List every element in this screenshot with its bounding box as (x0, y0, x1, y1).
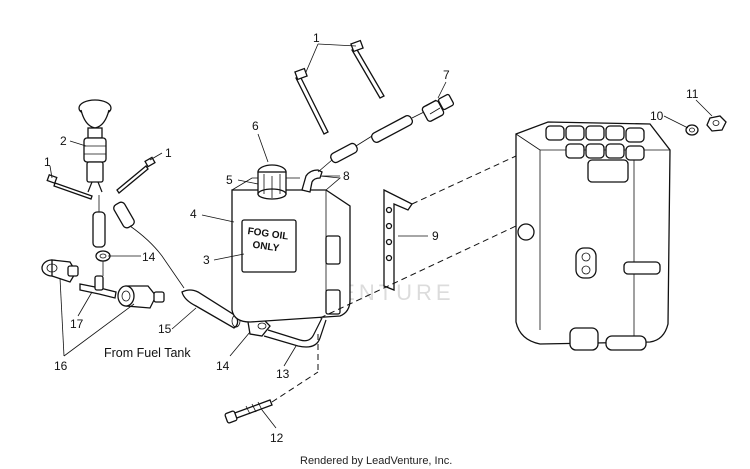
callout-3: 3 (203, 253, 210, 267)
oil-line (263, 317, 327, 370)
nut (706, 115, 727, 132)
dash-line-tank-engine (319, 225, 517, 319)
cable-tie-top-right (350, 39, 385, 99)
callout-2: 2 (60, 134, 67, 148)
primer-pump (78, 99, 112, 193)
fuel-hose (181, 289, 241, 329)
hose-pump-down (92, 195, 106, 248)
callout-4: 4 (190, 207, 197, 221)
oil-level-sensor (421, 93, 455, 122)
hose-pump-right (113, 201, 185, 289)
callout-7: 7 (443, 68, 450, 82)
fuel-pump-right (117, 285, 165, 309)
oil-tank: FOG OIL ONLY (231, 175, 351, 323)
callouts: 1 1 1 2 3 4 5 6 7 8 9 10 11 12 13 14 14 … (44, 31, 699, 445)
fuel-pump-left (41, 259, 79, 283)
leader-lines (49, 43, 713, 429)
tank-bracket (383, 188, 413, 291)
callout-17: 17 (70, 317, 84, 331)
tank-label-line2: ONLY (252, 240, 280, 255)
washer (685, 124, 699, 136)
callout-14-upper: 14 (142, 250, 156, 264)
callout-8: 8 (343, 169, 350, 183)
from-fuel-tank-caption: From Fuel Tank (104, 346, 191, 360)
tank-elbow-fitting (301, 169, 323, 193)
callout-10: 10 (650, 109, 664, 123)
callout-1-top: 1 (313, 31, 320, 45)
callout-13: 13 (276, 367, 290, 381)
tank-cap (257, 164, 287, 200)
engine-block (515, 121, 671, 351)
cable-tie-right (116, 156, 156, 194)
sensor-wire (317, 111, 425, 173)
callout-16: 16 (54, 359, 68, 373)
cable-tie-left (46, 173, 93, 200)
callout-11: 11 (686, 87, 699, 101)
callout-12: 12 (270, 431, 284, 445)
dash-line-bracket-engine (411, 155, 517, 205)
callout-15: 15 (158, 322, 172, 336)
footer-credit: Rendered by LeadVenture, Inc. (300, 455, 452, 467)
callout-6: 6 (252, 119, 259, 133)
tee-fitting (79, 275, 117, 299)
cable-tie-top-left (294, 67, 329, 135)
hose-clamp-upper (95, 250, 111, 276)
callout-14-lower: 14 (216, 359, 230, 373)
bolt (224, 371, 319, 424)
callout-1-right: 1 (165, 146, 172, 160)
callout-9: 9 (432, 229, 439, 243)
callout-1-left: 1 (44, 155, 51, 169)
callout-5: 5 (226, 173, 233, 187)
